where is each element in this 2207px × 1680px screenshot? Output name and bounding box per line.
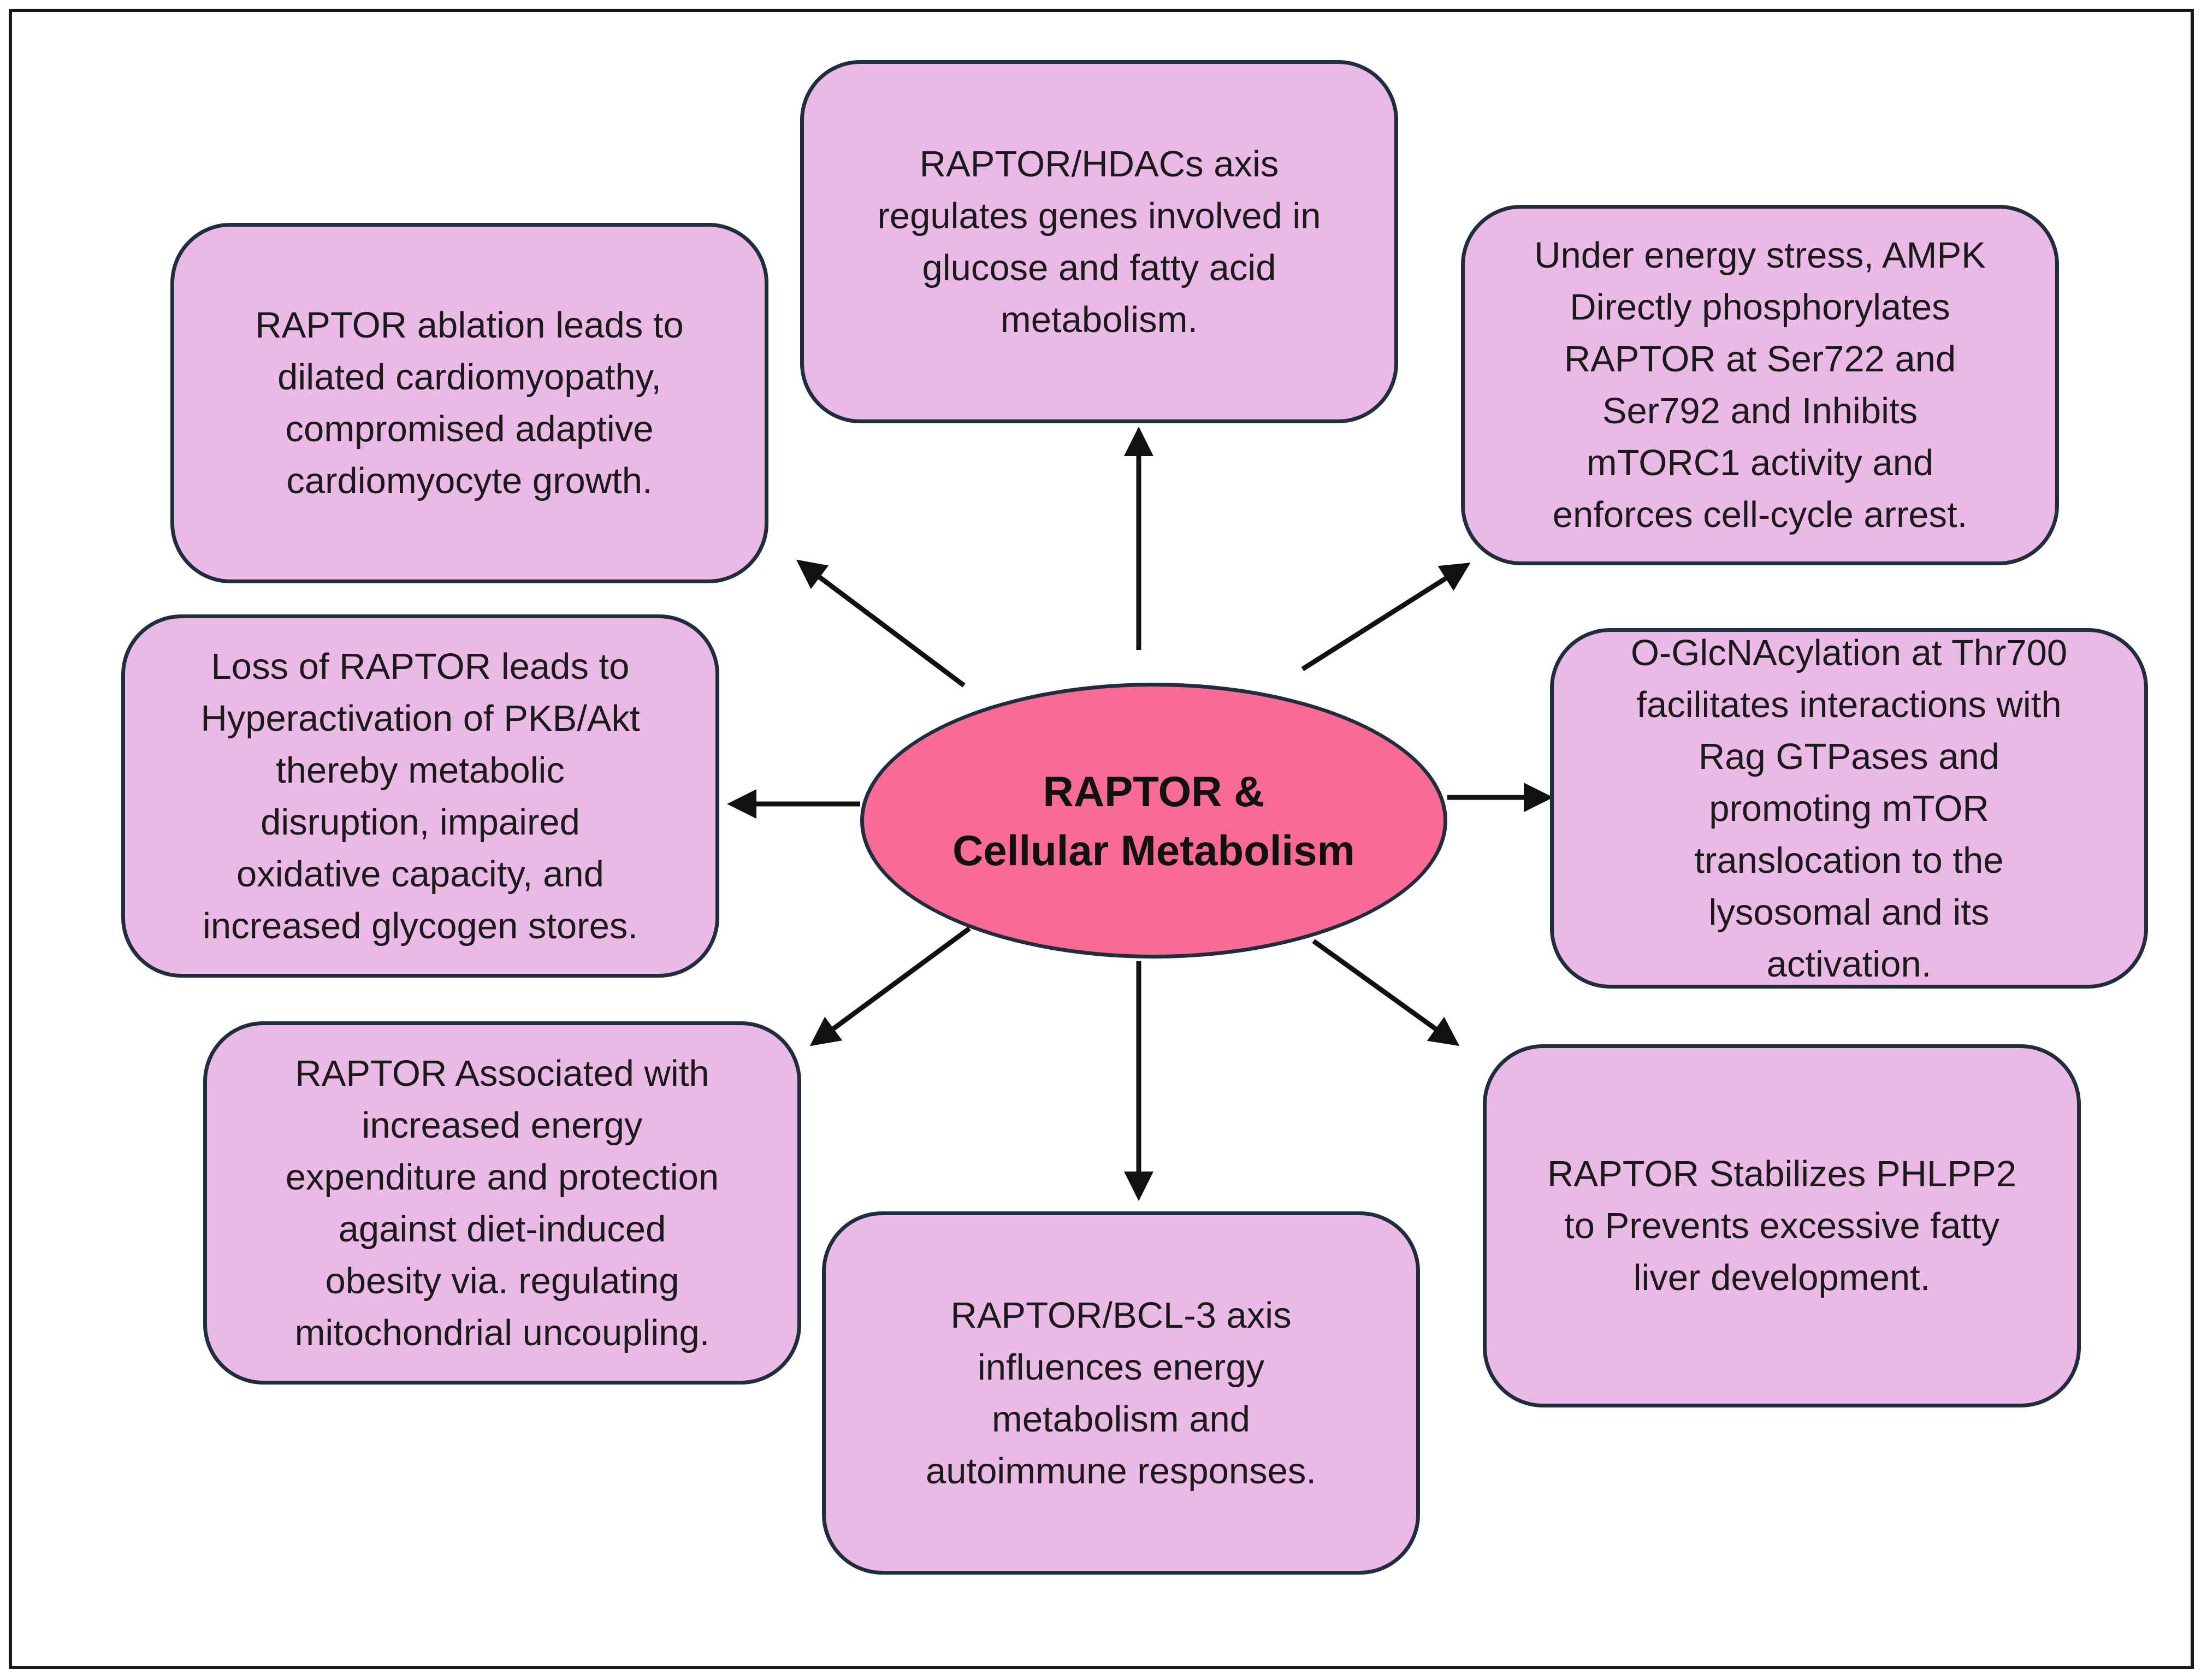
center-node-title: RAPTOR & Cellular Metabolism <box>860 683 1447 959</box>
node-phlpp2: RAPTOR Stabilizes PHLPP2 to Prevents exc… <box>1483 1044 2081 1407</box>
node-energy-expenditure: RAPTOR Associated with increased energy … <box>203 1021 801 1385</box>
node-loss-of-raptor: Loss of RAPTOR leads to Hyperactivation … <box>121 614 719 978</box>
node-raptor-hdacs: RAPTOR/HDACs axis regulates genes involv… <box>800 60 1398 423</box>
arrow-to-bottom-right <box>1312 939 1460 1046</box>
arrow-to-top-right <box>1301 563 1471 671</box>
node-o-glcnacylation: O-GlcNAcylation at Thr700 facilitates in… <box>1550 628 2148 989</box>
node-ampk-phosphorylation: Under energy stress, AMPK Directly phosp… <box>1461 205 2059 565</box>
node-raptor-ablation: RAPTOR ablation leads to dilated cardiom… <box>170 223 768 583</box>
node-raptor-bcl3: RAPTOR/BCL-3 axis influences energy meta… <box>822 1211 1420 1575</box>
arrow-to-bottom-left <box>809 926 971 1046</box>
arrow-to-top-left <box>796 559 966 688</box>
